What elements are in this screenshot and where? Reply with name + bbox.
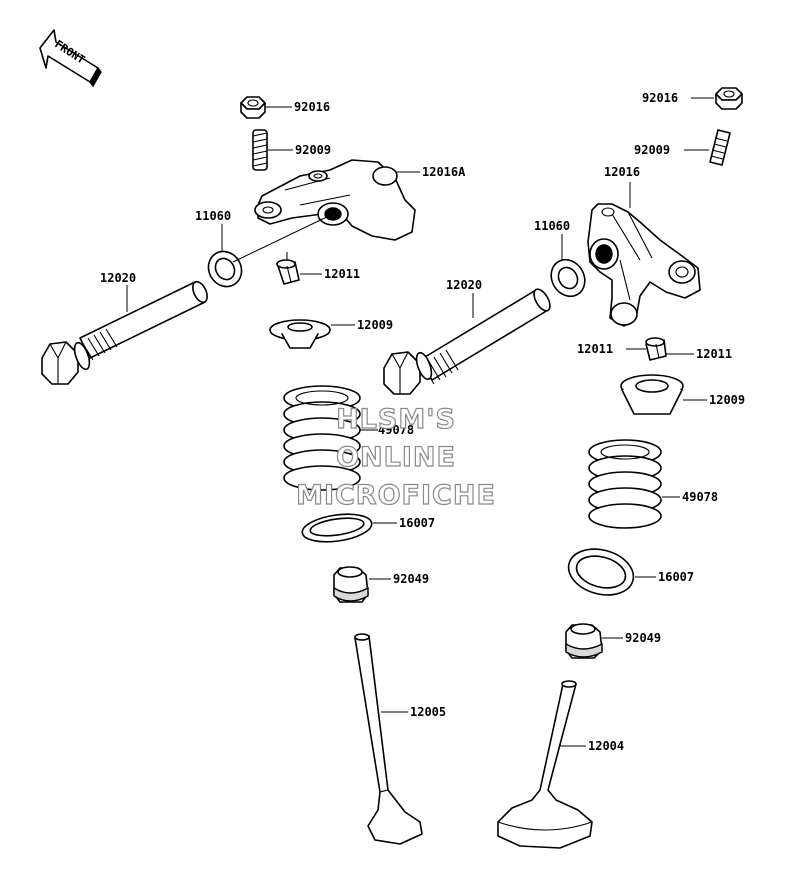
label-washer-left: 11060	[195, 209, 231, 223]
label-rocker-left: 12016A	[422, 165, 466, 179]
label-valve-left: 12005	[410, 705, 446, 719]
label-collet-left: 12011	[324, 267, 360, 281]
valve-seal-left-part	[333, 566, 369, 603]
label-rocker-right: 12016	[604, 165, 640, 179]
rocker-arm-right-part	[587, 203, 701, 327]
watermark-line-2: ONLINE	[336, 442, 456, 473]
label-spring-right: 49078	[682, 490, 718, 504]
shaft-right-part	[383, 288, 551, 395]
washer-left-part	[207, 250, 243, 288]
label-shaft-left: 12020	[100, 271, 136, 285]
label-nut-left: 92016	[294, 100, 330, 114]
label-spring-left: 49078	[378, 423, 414, 437]
watermark: HLSM'S ONLINE MICROFICHE	[295, 403, 496, 511]
label-stud-right: 92009	[634, 143, 670, 157]
washer-right-part	[550, 258, 586, 298]
label-nut-right: 92016	[642, 91, 678, 105]
spring-left-part	[283, 385, 361, 491]
label-retainer-right: 12009	[709, 393, 745, 407]
label-shaft-right: 12020	[446, 278, 482, 292]
stud-left-part	[252, 129, 268, 171]
valve-left-part	[354, 633, 423, 845]
nut-left-part	[240, 96, 266, 119]
label-collet-right-b: 12011	[696, 347, 732, 361]
collet-left-part	[276, 259, 300, 285]
label-seal-left: 92049	[393, 572, 429, 586]
stud-right-part	[709, 129, 731, 166]
seat-right-part	[567, 548, 635, 596]
label-seat-left: 16007	[399, 516, 435, 530]
front-arrow-icon: FRONT	[39, 29, 102, 88]
retainer-left-part	[269, 319, 331, 349]
retainer-right-part	[620, 374, 684, 415]
label-valve-right: 12004	[588, 739, 624, 753]
label-seat-right: 16007	[658, 570, 694, 584]
valve-right-part	[497, 680, 593, 849]
label-washer-right: 11060	[534, 219, 570, 233]
collet-right-part	[645, 337, 667, 361]
watermark-line-3: MICROFICHE	[296, 480, 496, 511]
nut-right-part	[715, 87, 743, 110]
valve-seal-right-part	[565, 623, 603, 659]
label-retainer-left: 12009	[357, 318, 393, 332]
label-stud-left: 92009	[295, 143, 331, 157]
seat-left-part	[301, 513, 373, 543]
watermark-line-1: HLSM'S	[336, 404, 456, 435]
spring-right-part	[588, 439, 662, 529]
rocker-arm-left-part	[254, 159, 416, 241]
label-seal-right: 92049	[625, 631, 661, 645]
label-collet-right-a: 12011	[577, 342, 613, 356]
shaft-left-part	[41, 280, 208, 385]
